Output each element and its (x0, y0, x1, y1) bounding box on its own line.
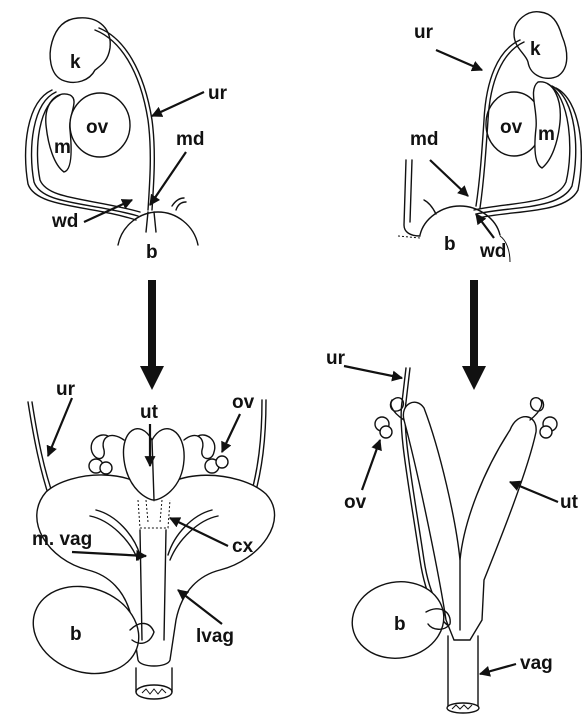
label-cx: cx (232, 536, 254, 557)
label-b: b (146, 242, 158, 263)
label-ur: ur (326, 348, 346, 369)
left-bottom-ureter-left (28, 402, 50, 500)
label-ov: ov (86, 117, 109, 138)
left-bladder (118, 212, 198, 245)
right-oviduct-right (530, 398, 544, 420)
label-b: b (70, 624, 82, 645)
label-ur: ur (208, 83, 228, 104)
label-m-vag: m. vag (32, 529, 92, 550)
label-m: m (538, 124, 555, 145)
bottom-left-panel: ur ut ov m. vag cx b lvag (21, 379, 275, 699)
top-right-panel: ur k ov m md b wd (398, 12, 581, 262)
label-ut: ut (140, 402, 159, 423)
label-wd: wd (479, 241, 506, 262)
label-md: md (410, 129, 439, 150)
label-ur: ur (56, 379, 76, 400)
left-bottom-ureter-right (250, 400, 262, 498)
label-vag: vag (520, 653, 553, 674)
development-arrows (152, 280, 474, 378)
label-b: b (394, 614, 406, 635)
label-md: md (176, 129, 205, 150)
label-ov: ov (232, 392, 255, 413)
right-vagina-tube (448, 636, 478, 708)
bottom-right-panel: ur ov ut b vag (326, 348, 579, 713)
label-m: m (54, 137, 71, 158)
left-oviduct-right (184, 435, 215, 459)
label-k: k (70, 52, 81, 73)
label-ur: ur (414, 22, 434, 43)
label-ov: ov (500, 117, 523, 138)
label-wd: wd (51, 211, 78, 232)
left-mesonephros (46, 94, 74, 172)
label-k: k (530, 39, 541, 60)
label-b: b (444, 234, 456, 255)
label-ov: ov (344, 492, 367, 513)
top-left-panel: k ur ov m md wd b (26, 18, 228, 263)
right-vaginal-opening (447, 703, 479, 713)
label-ut: ut (560, 492, 579, 513)
left-vaginal-opening (136, 685, 172, 699)
left-oviduct-left (91, 435, 124, 459)
label-lvag: lvag (196, 626, 234, 647)
